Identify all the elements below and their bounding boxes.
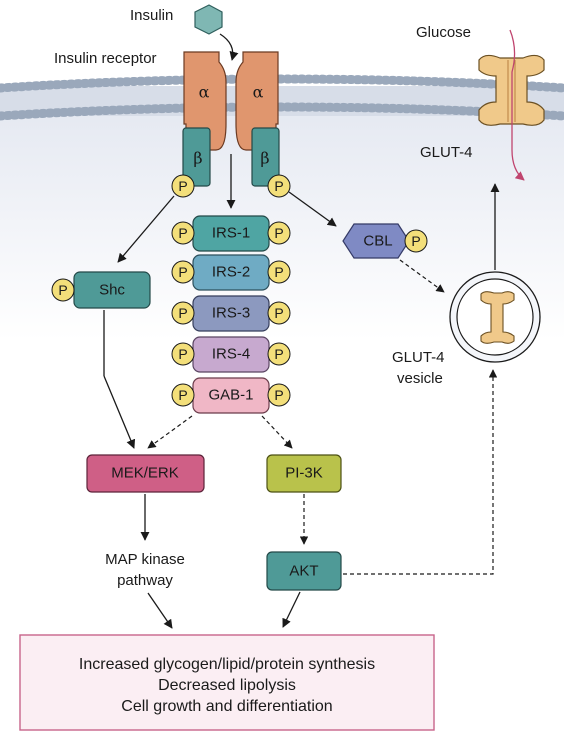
- outcome-1: Increased glycogen/lipid/protein synthes…: [79, 656, 375, 673]
- beta-label-right: β: [260, 149, 269, 168]
- phospho-irs2-left: [171, 260, 195, 284]
- phospho-irs1-right: [267, 221, 291, 245]
- outcome-3: Cell growth and differentiation: [121, 698, 332, 715]
- phospho-receptor-left-label: P: [178, 178, 187, 194]
- pi3k-label: PI-3K: [285, 465, 323, 482]
- glucose-label: Glucose: [416, 24, 471, 41]
- irs-phosphates: P P P P P P P P P P: [171, 221, 291, 407]
- insulin-receptor-label: Insulin receptor: [54, 50, 157, 67]
- receptor-beta-right: [251, 127, 280, 187]
- mek-erk-label: MEK/ERK: [111, 465, 179, 482]
- receptor-beta-left: [182, 127, 211, 187]
- akt-to-outcomes-arrow: [282, 591, 301, 628]
- phospho-irs2-right-label: P: [274, 264, 283, 280]
- phospho-irs2-left-label: P: [178, 264, 187, 280]
- phospho-irs2-right: [267, 260, 291, 284]
- shc-to-mek-arrow: [103, 375, 136, 449]
- phospho-irs4-right: [267, 342, 291, 366]
- pi3k-box: [266, 454, 342, 493]
- gab1-label: GAB-1: [208, 387, 253, 404]
- irs1-label: IRS-1: [212, 225, 250, 242]
- mek-erk-box: [86, 454, 205, 493]
- shc-label: Shc: [99, 282, 125, 299]
- cbl-hexagon: [342, 223, 410, 259]
- phospho-gab1-right-label: P: [274, 387, 283, 403]
- glut4-membrane-label: GLUT-4: [420, 144, 473, 161]
- glut4-vesicle: [449, 271, 541, 363]
- outcomes-box: [19, 634, 435, 731]
- akt-to-vesicle-dashed-arrow: [343, 369, 498, 575]
- phospho-irs1-left-label: P: [178, 225, 187, 241]
- map-to-outcomes-arrow: [147, 592, 173, 629]
- map-kinase-label-2: pathway: [117, 572, 173, 589]
- irs2-label: IRS-2: [212, 264, 250, 281]
- alpha-label-left: α: [199, 83, 210, 102]
- irs4-label: IRS-4: [212, 346, 250, 363]
- receptor-to-shc-arrow: [117, 195, 175, 263]
- phospho-shc-label: P: [58, 282, 67, 298]
- irs-stack: IRS-1 IRS-2 IRS-3 IRS-4 GAB-1: [192, 215, 270, 414]
- phospho-gab1-right: [267, 383, 291, 407]
- phospho-cbl: [404, 229, 428, 253]
- insulin-label: Insulin: [130, 7, 173, 24]
- gab1-to-mek-dashed-arrow: [147, 415, 193, 449]
- beta-label-left: β: [193, 149, 202, 168]
- phospho-irs3-left-label: P: [178, 305, 187, 321]
- phospho-gab1-left-label: P: [178, 387, 187, 403]
- gab1-to-pi3k-dashed-arrow: [261, 415, 293, 449]
- alpha-label-right: α: [253, 83, 264, 102]
- cbl-label: CBL: [363, 233, 392, 250]
- phospho-irs4-right-label: P: [274, 346, 283, 362]
- insulin-receptor: α α β β: [182, 51, 280, 187]
- insulin-hexagon-icon: [194, 4, 223, 35]
- phospho-gab1-left: [171, 383, 195, 407]
- phospho-shc: [51, 278, 75, 302]
- cbl-to-vesicle-dashed-arrow: [399, 259, 445, 293]
- phospho-irs3-right: [267, 301, 291, 325]
- irs3-label: IRS-3: [212, 305, 250, 322]
- phospho-receptor-left: [171, 174, 195, 198]
- phospho-irs3-left: [171, 301, 195, 325]
- akt-label: AKT: [289, 563, 318, 580]
- phospho-irs4-left-label: P: [178, 346, 187, 362]
- phospho-receptor-right-label: P: [274, 178, 283, 194]
- glut4-vesicle-label-2: vesicle: [397, 370, 443, 387]
- phospho-irs3-right-label: P: [274, 305, 283, 321]
- receptor-to-cbl-arrow: [288, 191, 337, 227]
- phospho-receptor-right: [267, 174, 291, 198]
- glucose-transport-arrow: [509, 29, 525, 181]
- cell-membrane: [0, 74, 564, 121]
- phospho-cbl-label: P: [411, 233, 420, 249]
- glut4-vesicle-label-1: GLUT-4: [392, 349, 445, 366]
- akt-box: [266, 551, 342, 591]
- outcome-2: Decreased lipolysis: [158, 677, 296, 694]
- insulin-binding-arrow: [219, 33, 239, 61]
- phospho-irs1-left: [171, 221, 195, 245]
- map-kinase-label-1: MAP kinase: [105, 551, 185, 568]
- phospho-irs4-left: [171, 342, 195, 366]
- phospho-irs1-right-label: P: [274, 225, 283, 241]
- vesicle-glut4-icon: [480, 291, 515, 344]
